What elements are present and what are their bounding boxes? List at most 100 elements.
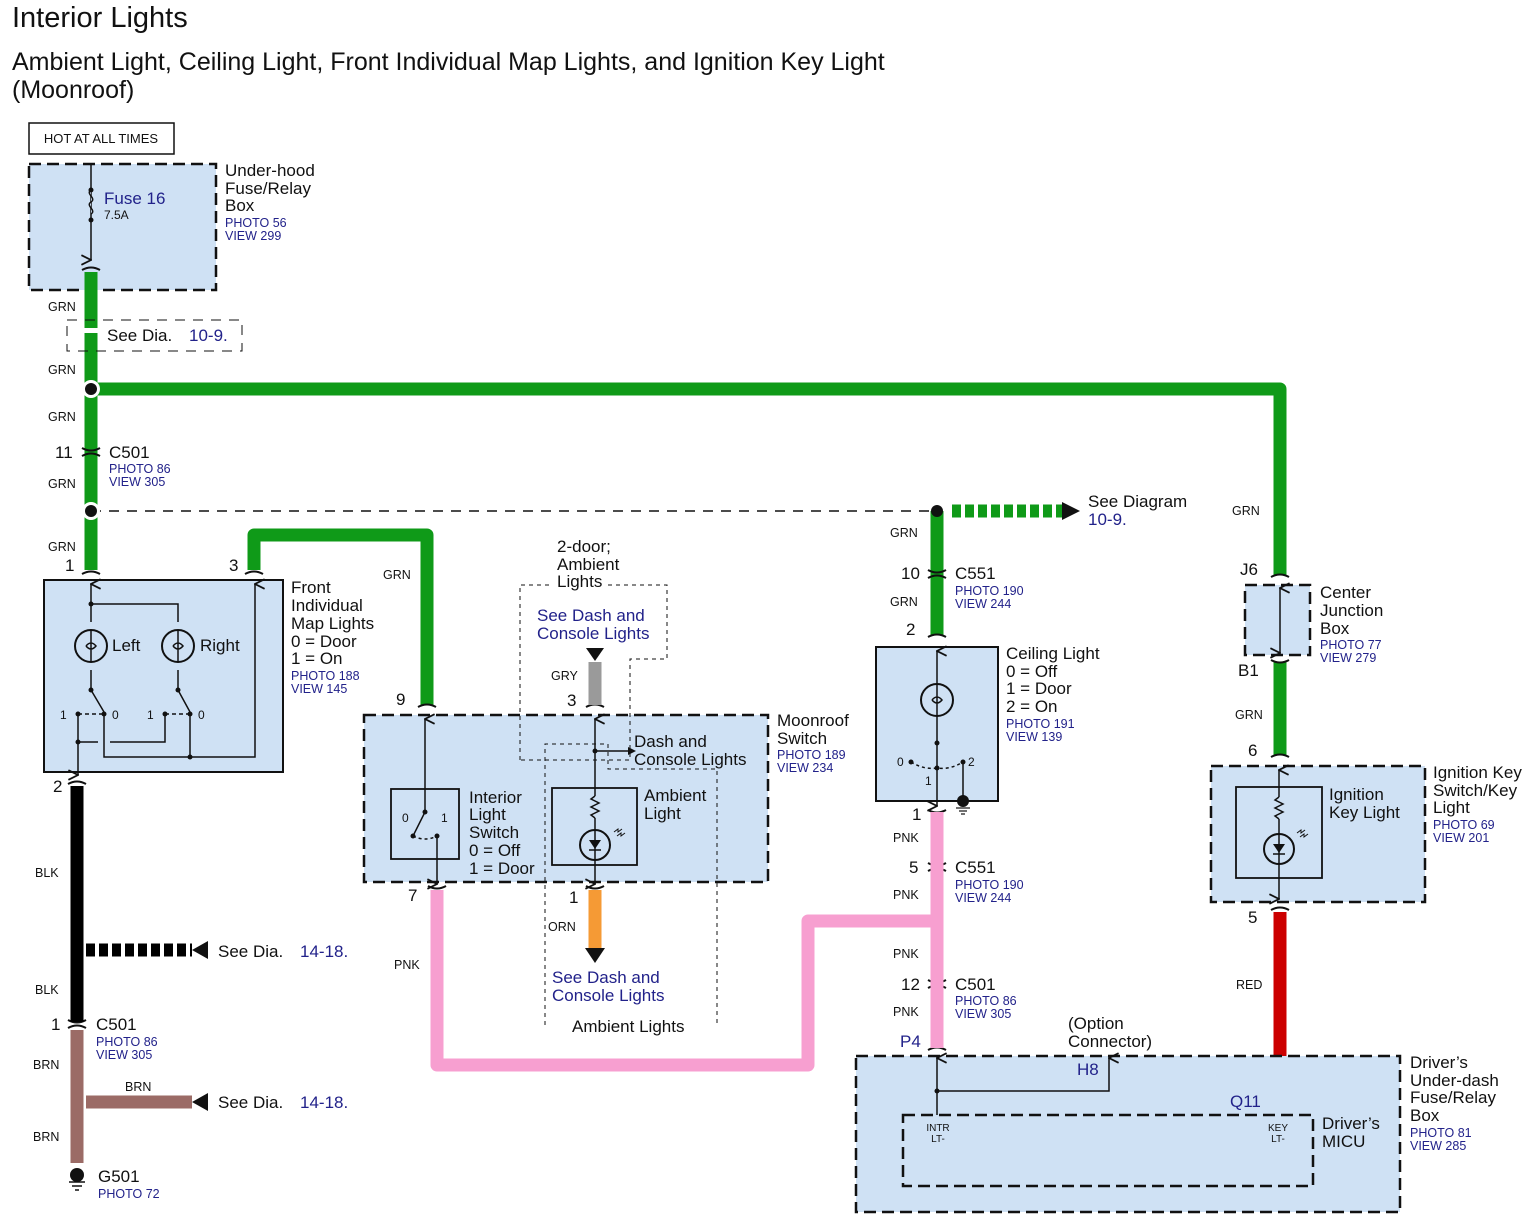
connector-c551-top: 10 C551 PHOTO 190 VIEW 244 bbox=[901, 564, 1024, 611]
underhood-view[interactable]: VIEW 299 bbox=[225, 229, 281, 243]
ignition-key-light-label: Key Light bbox=[1329, 803, 1400, 822]
underhood-fuse-box: Fuse 16 7.5A Under-hood Fuse/Relay Box P… bbox=[27, 161, 315, 292]
see-dia-brn[interactable]: See Dia. 14-18. bbox=[218, 1093, 348, 1112]
center-junction-name: Box bbox=[1320, 619, 1350, 638]
connector-c501-bottom: 1 C501 PHOTO 86 VIEW 305 bbox=[51, 1015, 158, 1062]
ceiling-photo[interactable]: PHOTO 191 bbox=[1006, 717, 1075, 731]
connector-c551-bottom: 5 C551 PHOTO 190 VIEW 244 bbox=[909, 858, 1024, 905]
grn-wire-main bbox=[84, 272, 1287, 755]
option-connector-label: (Option bbox=[1068, 1014, 1124, 1033]
see-dash-link[interactable]: See Dash and bbox=[537, 606, 645, 625]
connector-view[interactable]: VIEW 244 bbox=[955, 891, 1011, 905]
wire-label: BRN bbox=[125, 1080, 151, 1094]
see-dia-top[interactable]: See Dia. 10-9. bbox=[66, 319, 243, 352]
see-dash-bottom-link[interactable]: See Dash and Console Lights bbox=[552, 968, 664, 1005]
ambient-light-name: Light bbox=[644, 804, 681, 823]
fuse-icon bbox=[88, 189, 94, 215]
switch-pos: 2 bbox=[968, 755, 975, 769]
see-dia-ref[interactable]: 14-18. bbox=[300, 942, 348, 961]
see-dia-ref[interactable]: 14-18. bbox=[300, 1093, 348, 1112]
pnk-wires: PNK PNK PNK PNK PNK bbox=[394, 812, 944, 1072]
moonroof-switch-name: Switch bbox=[777, 729, 827, 748]
see-dia-ref[interactable]: 10-9. bbox=[189, 326, 228, 345]
pin-q11: Q11 bbox=[1230, 1092, 1261, 1111]
wire-label: BLK bbox=[35, 983, 59, 997]
pin-number: 7 bbox=[408, 886, 417, 905]
map-lights-photo[interactable]: PHOTO 188 bbox=[291, 669, 360, 683]
see-dash-link[interactable]: Console Lights bbox=[537, 624, 649, 643]
see-diagram-right[interactable]: See Diagram 10-9. bbox=[1088, 492, 1187, 529]
key-terminal-label: LT- bbox=[1271, 1134, 1285, 1145]
center-junction-photo[interactable]: PHOTO 77 bbox=[1320, 638, 1382, 652]
see-dia-arrow bbox=[192, 941, 208, 959]
see-dia-blk[interactable]: See Dia. 14-18. bbox=[218, 942, 348, 961]
underhood-photo[interactable]: PHOTO 56 bbox=[225, 216, 287, 230]
connector-photo[interactable]: PHOTO 190 bbox=[955, 584, 1024, 598]
intr-terminal-label: INTR bbox=[926, 1123, 949, 1134]
wire-labels-grn: GRN GRN GRN GRN GRN GRN GRN GRN GRN GRN bbox=[48, 300, 1263, 722]
interior-switch-name: 0 = Off bbox=[469, 841, 520, 860]
underhood-name-2: Fuse/Relay bbox=[225, 179, 311, 198]
wire-label: GRN bbox=[48, 410, 76, 424]
ignition-key-photo[interactable]: PHOTO 69 bbox=[1433, 818, 1495, 832]
interior-switch-name: Switch bbox=[469, 823, 519, 842]
subtitle-line-1: Ambient Light, Ceiling Light, Front Indi… bbox=[12, 48, 885, 76]
connector-photo[interactable]: PHOTO 190 bbox=[955, 878, 1024, 892]
pin-number: 6 bbox=[1248, 741, 1257, 760]
connector-name: C501 bbox=[96, 1015, 137, 1034]
map-lights-name: 0 = Door bbox=[291, 632, 357, 651]
see-dash-top-link[interactable]: See Dash and Console Lights bbox=[537, 606, 649, 643]
ignition-key-box: 6 5 Ignition Key Light Ignition Key Swit… bbox=[1209, 741, 1522, 927]
underdash-name: Driver’s bbox=[1410, 1053, 1468, 1072]
connector-view[interactable]: VIEW 305 bbox=[96, 1048, 152, 1062]
connector-view[interactable]: VIEW 244 bbox=[955, 597, 1011, 611]
ceiling-view[interactable]: VIEW 139 bbox=[1006, 730, 1062, 744]
wire-label: BRN bbox=[33, 1058, 59, 1072]
switch-pos: 1 bbox=[441, 811, 448, 825]
see-diagram-ref[interactable]: 10-9. bbox=[1088, 510, 1127, 529]
pin-number: 1 bbox=[65, 556, 74, 575]
wire-label: GRN bbox=[1235, 708, 1263, 722]
see-dash-link[interactable]: Console Lights bbox=[552, 986, 664, 1005]
ceiling-bulb-icon bbox=[920, 683, 954, 717]
moonroof-view[interactable]: VIEW 234 bbox=[777, 761, 833, 775]
ambient-option-footer: Ambient Lights bbox=[572, 1017, 684, 1036]
switch-pos: 0 bbox=[198, 708, 205, 722]
moonroof-switch-box: 9 3 7 1 0 1 Interior Light Switch 0 = Of… bbox=[362, 690, 849, 907]
see-dash-link[interactable]: See Dash and bbox=[552, 968, 660, 987]
pin-number: 12 bbox=[901, 975, 920, 994]
pin-number: J6 bbox=[1240, 560, 1258, 579]
switch-pos: 0 bbox=[402, 811, 409, 825]
underdash-view[interactable]: VIEW 285 bbox=[1410, 1139, 1466, 1153]
ignition-key-view[interactable]: VIEW 201 bbox=[1433, 831, 1489, 845]
pin-number: 3 bbox=[229, 556, 238, 575]
wire-label: ORN bbox=[548, 920, 576, 934]
ignition-key-name: Ignition Key bbox=[1433, 763, 1522, 782]
wire-label: GRN bbox=[48, 477, 76, 491]
connector-view[interactable]: VIEW 305 bbox=[109, 475, 165, 489]
switch-pos: 0 bbox=[897, 755, 904, 769]
ceiling-light-name: 2 = On bbox=[1006, 697, 1058, 716]
connector-name: C551 bbox=[955, 858, 996, 877]
ceiling-light-name: 0 = Off bbox=[1006, 662, 1057, 681]
pin-number: 10 bbox=[901, 564, 920, 583]
wire-label: PNK bbox=[893, 1005, 919, 1019]
underdash-photo[interactable]: PHOTO 81 bbox=[1410, 1126, 1472, 1140]
right-light-label: Right bbox=[200, 636, 240, 655]
connector-view[interactable]: VIEW 305 bbox=[955, 1007, 1011, 1021]
center-junction-name: Junction bbox=[1320, 601, 1383, 620]
wire-label: GRY bbox=[551, 669, 579, 683]
underdash-fuse-box: P4 (Option Connector) H8 Q11 INTR LT- KE… bbox=[854, 1014, 1499, 1214]
see-dia-text: See Dia. bbox=[218, 1093, 283, 1112]
map-lights-view[interactable]: VIEW 145 bbox=[291, 682, 347, 696]
center-junction-view[interactable]: VIEW 279 bbox=[1320, 651, 1376, 665]
ground-icon bbox=[956, 795, 970, 815]
underdash-name: Box bbox=[1410, 1106, 1440, 1125]
connector-photo[interactable]: PHOTO 86 bbox=[955, 994, 1017, 1008]
interior-switch-name: 1 = Door bbox=[469, 859, 535, 878]
connector-photo[interactable]: PHOTO 86 bbox=[109, 462, 171, 476]
connector-photo[interactable]: PHOTO 86 bbox=[96, 1035, 158, 1049]
interior-switch-name: Light bbox=[469, 805, 506, 824]
ground-photo[interactable]: PHOTO 72 bbox=[98, 1187, 160, 1201]
moonroof-photo[interactable]: PHOTO 189 bbox=[777, 748, 846, 762]
